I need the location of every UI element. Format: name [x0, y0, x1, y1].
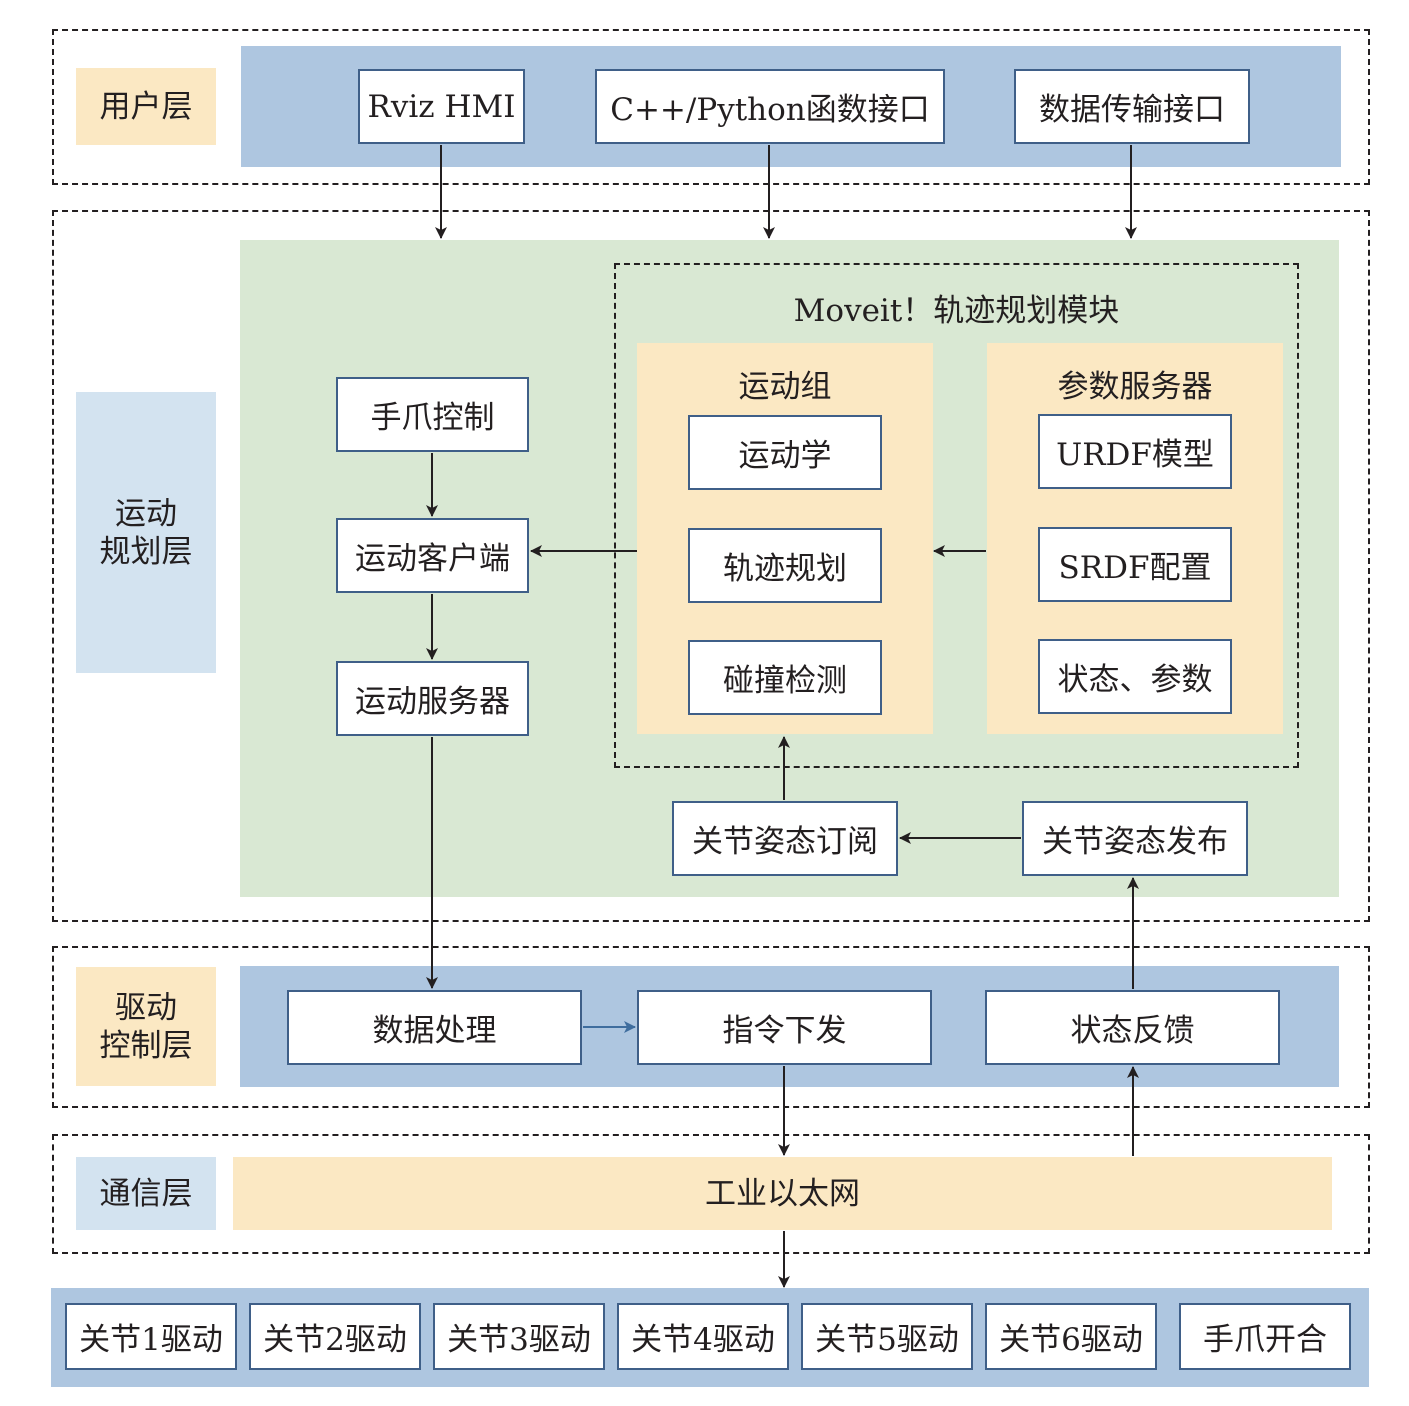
user-layer-frame	[52, 29, 1370, 185]
drive-layer-label: 驱动 控制层	[76, 967, 216, 1086]
motion-layer-label-line2: 规划层	[99, 533, 193, 570]
command-dispatch-box: 指令下发	[637, 990, 932, 1065]
rviz-hmi-box: Rviz HMI	[358, 69, 525, 144]
cpp-python-interface-box: C++/Python函数接口	[595, 69, 945, 144]
motion-client-box: 运动客户端	[336, 518, 529, 593]
kinematics-box: 运动学	[688, 415, 882, 490]
srdf-config-box: SRDF配置	[1038, 527, 1232, 602]
trajectory-planning-box: 轨迹规划	[688, 528, 882, 603]
joint-state-publish-box: 关节姿态发布	[1022, 801, 1248, 876]
joint-state-subscribe-box: 关节姿态订阅	[672, 801, 898, 876]
urdf-model-box: URDF模型	[1038, 414, 1232, 489]
comm-layer-frame	[52, 1134, 1370, 1254]
state-params-box: 状态、参数	[1038, 639, 1232, 714]
drive-layer-label-line1: 驱动	[115, 989, 177, 1026]
motion-group-title: 运动组	[738, 369, 832, 405]
joint6-driver-box: 关节6驱动	[985, 1303, 1157, 1370]
data-processing-box: 数据处理	[287, 990, 582, 1065]
drive-layer-label-line2: 控制层	[99, 1027, 193, 1064]
gripper-control-box: 手爪控制	[336, 377, 529, 452]
joint1-driver-box: 关节1驱动	[65, 1303, 237, 1370]
user-layer-label: 用户层	[76, 68, 216, 145]
moveit-module-title: Moveit！轨迹规划模块	[793, 293, 1120, 329]
joint4-driver-box: 关节4驱动	[617, 1303, 789, 1370]
motion-server-box: 运动服务器	[336, 661, 529, 736]
joint3-driver-box: 关节3驱动	[433, 1303, 605, 1370]
motion-layer-frame	[52, 210, 1370, 922]
moveit-module-frame	[614, 263, 1299, 768]
data-transfer-interface-box: 数据传输接口	[1014, 69, 1250, 144]
state-feedback-box: 状态反馈	[985, 990, 1280, 1065]
gripper-open-close-box: 手爪开合	[1179, 1303, 1351, 1370]
joint2-driver-box: 关节2驱动	[249, 1303, 421, 1370]
collision-detection-box: 碰撞检测	[688, 640, 882, 715]
comm-layer-label: 通信层	[76, 1157, 216, 1230]
drive-layer-frame	[52, 946, 1370, 1108]
industrial-ethernet-bar: 工业以太网	[233, 1157, 1332, 1230]
joint5-driver-box: 关节5驱动	[801, 1303, 973, 1370]
param-server-title: 参数服务器	[1057, 369, 1213, 405]
motion-layer-label: 运动 规划层	[76, 392, 216, 673]
motion-layer-label-line1: 运动	[115, 495, 177, 532]
